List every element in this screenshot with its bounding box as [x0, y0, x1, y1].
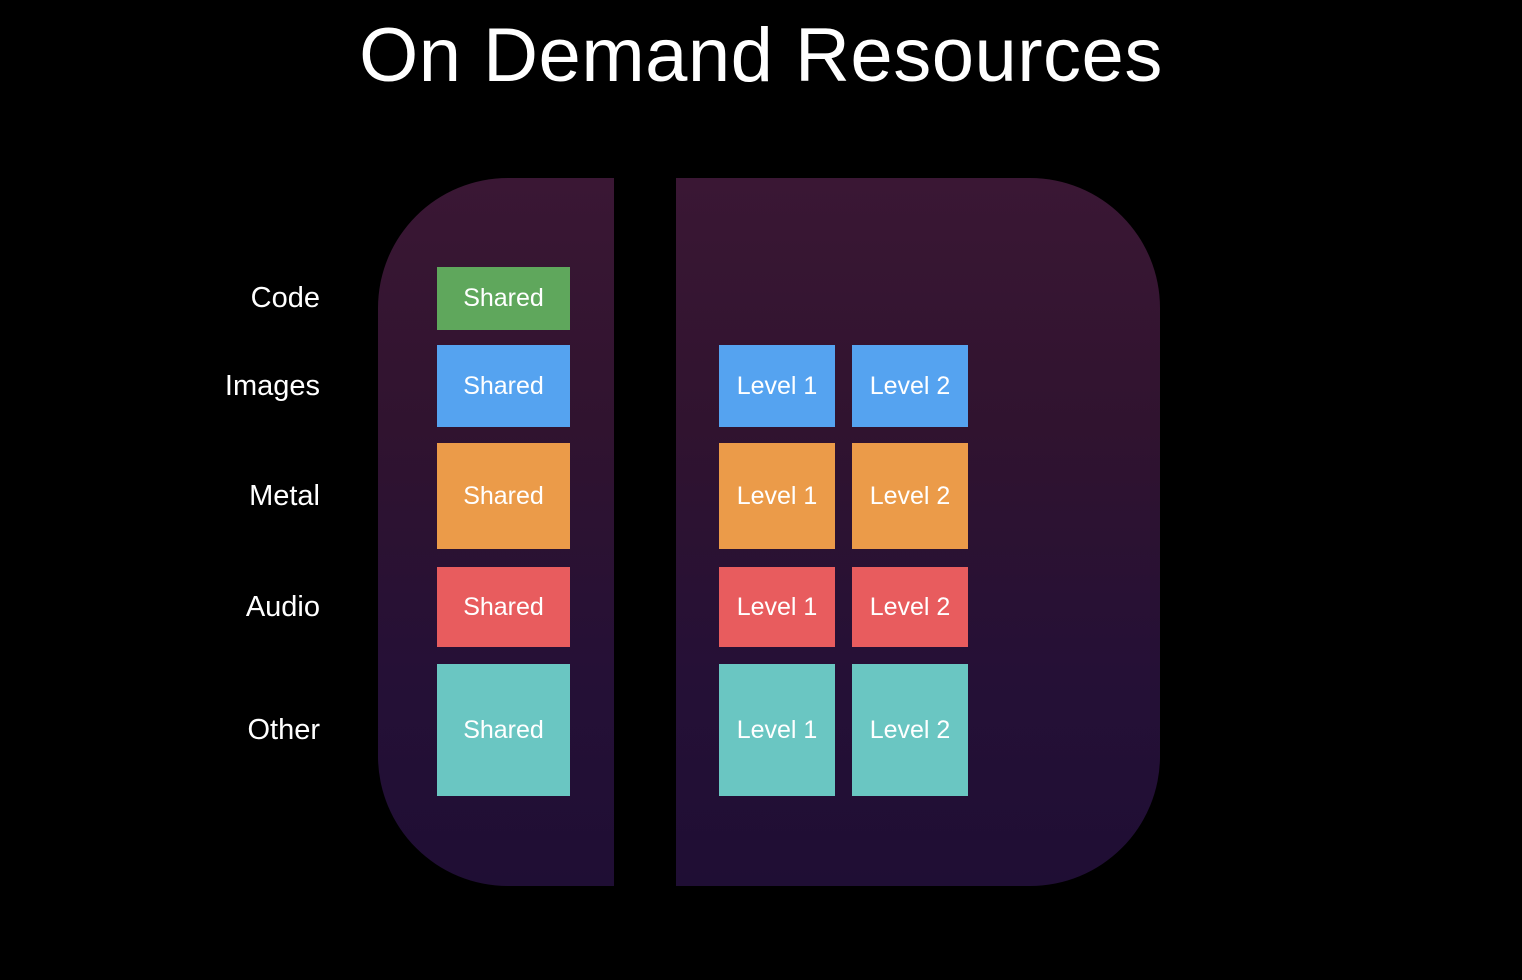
shared-block-images: Shared: [437, 345, 570, 427]
level1-block-audio: Level 1: [719, 567, 835, 647]
shared-block-other: Shared: [437, 664, 570, 796]
row-label-images: Images: [224, 370, 320, 402]
row-label-audio: Audio: [245, 591, 320, 623]
shared-block-audio: Shared: [437, 567, 570, 647]
level2-block-other: Level 2: [852, 664, 968, 796]
level2-block-images: Level 2: [852, 345, 968, 427]
level1-block-other: Level 1: [719, 664, 835, 796]
row-label-metal: Metal: [249, 480, 320, 512]
row-label-code: Code: [250, 282, 320, 314]
shared-block-metal: Shared: [437, 443, 570, 549]
level2-block-audio: Level 2: [852, 567, 968, 647]
shared-block-code: Shared: [437, 267, 570, 330]
level2-block-metal: Level 2: [852, 443, 968, 549]
level1-block-images: Level 1: [719, 345, 835, 427]
row-label-other: Other: [247, 714, 320, 746]
level1-block-metal: Level 1: [719, 443, 835, 549]
slide-title: On Demand Resources: [359, 13, 1163, 98]
